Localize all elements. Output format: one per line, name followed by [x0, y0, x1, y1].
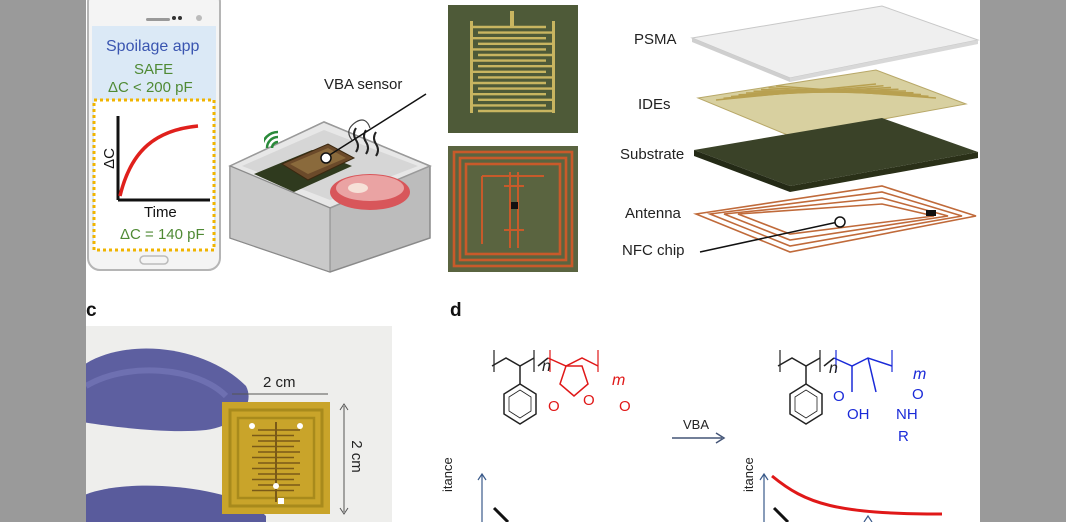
ides-label: IDEs [638, 96, 671, 113]
left-capacitance-axis-label: itance [440, 457, 455, 492]
panel-label-d: d [450, 300, 462, 321]
left-m-subscript: m [612, 372, 626, 389]
antenna-electrode-image [448, 146, 578, 272]
right-capacitance-axis-label: itance [741, 457, 756, 492]
right-capacitance-chart [759, 472, 943, 522]
threshold-text: ΔC < 200 pF [108, 79, 193, 96]
left-n-subscript: n [542, 358, 551, 375]
status-safe: SAFE [134, 61, 174, 78]
right-n-subscript: n [829, 360, 838, 377]
sensor-pointer-line [320, 93, 427, 164]
nh-group: NH [896, 406, 918, 423]
panel-label-c: c [86, 300, 97, 321]
psma-structure [491, 350, 599, 425]
ide-layer [696, 69, 968, 137]
substrate-layer [694, 118, 978, 186]
height-dimension-label: 2 cm [347, 440, 365, 473]
left-o-3: O [619, 398, 631, 415]
right-o-1: O [833, 388, 845, 405]
psma-label: PSMA [634, 31, 677, 48]
stack-finger [775, 85, 937, 99]
nfc-chip-label: NFC chip [622, 242, 685, 259]
app-title: Spoilage app [106, 38, 200, 55]
left-o-2: O [583, 392, 595, 409]
sensor-photo [86, 326, 392, 522]
nfc-chip-pointer [699, 216, 846, 253]
antenna-label: Antenna [625, 205, 681, 222]
modified-structure [777, 350, 893, 425]
psma-layer [690, 5, 980, 79]
sensor-on-lid [280, 143, 356, 181]
left-o-1: O [548, 398, 560, 415]
reaction-arrow [672, 432, 726, 444]
phone-reading: ΔC = 140 pF [120, 226, 205, 243]
right-m-subscript: m [913, 366, 927, 383]
width-dimension-label: 2 cm [263, 374, 296, 391]
oh-group: OH [847, 406, 870, 423]
ide-electrode-image [448, 5, 578, 133]
left-capacitance-chart [477, 472, 510, 522]
r-group: R [898, 428, 909, 445]
right-o-2: O [912, 386, 924, 403]
phone-y-axis-label: ΔC [100, 148, 118, 169]
vba-sensor-label: VBA sensor [324, 76, 403, 93]
phone-x-axis-label: Time [144, 204, 177, 221]
layer-stack-diagram [690, 5, 980, 253]
wireless-signal-icon [264, 130, 279, 149]
figure-page: Spoilage app SAFE ΔC < 200 pF ΔC Time ΔC… [86, 0, 980, 522]
reaction-arrow-label: VBA [683, 417, 710, 432]
smartphone-illustration [87, 0, 221, 271]
substrate-label: Substrate [620, 146, 685, 163]
